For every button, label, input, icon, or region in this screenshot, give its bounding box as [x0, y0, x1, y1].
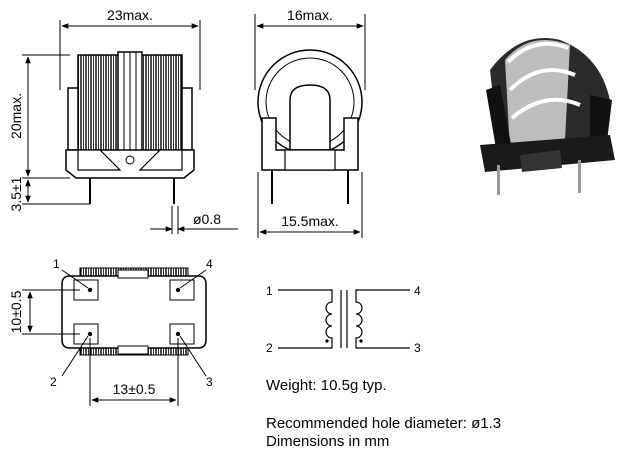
schematic-winding-right [355, 289, 410, 349]
pin-label-4: 4 [206, 257, 213, 271]
dim-width-side: 16max. [287, 7, 333, 23]
schematic-pin-4: 4 [414, 284, 421, 298]
pin-label-1: 1 [53, 257, 60, 271]
pin-label-3: 3 [206, 375, 213, 389]
side-view: 16max. 15.5max. [254, 7, 366, 238]
schematic-pin-3: 3 [414, 341, 421, 355]
front-view: 23max. 20max. 3.5±1 ø0.8 [8, 7, 238, 234]
schematic-pin-1: 1 [266, 284, 273, 298]
units-note: Dimensions in mm [266, 433, 389, 450]
hole-diameter-note: Recommended hole diameter: ø1.3 [266, 415, 501, 432]
dim-height-left: 20max. [8, 93, 24, 139]
schematic: 1 2 4 3 [266, 284, 421, 355]
pin-label-2: 2 [50, 375, 57, 389]
product-photo [480, 38, 615, 195]
dim-pitch-horizontal: 13±0.5 [113, 381, 156, 397]
dim-width-top: 23max. [107, 7, 153, 23]
schematic-pin-2: 2 [266, 341, 273, 355]
weight-note: Weight: 10.5g typ. [266, 377, 387, 394]
dim-pitch-vertical: 10±0.5 [8, 290, 24, 333]
bottom-view: 1 4 2 3 10±0.5 13±0.5 [8, 257, 213, 406]
dim-lead-length: 3.5±1 [8, 176, 24, 211]
dim-lead-diameter: ø0.8 [193, 211, 221, 227]
schematic-winding-left [278, 289, 333, 349]
dim-base-side: 15.5max. [281, 213, 339, 229]
